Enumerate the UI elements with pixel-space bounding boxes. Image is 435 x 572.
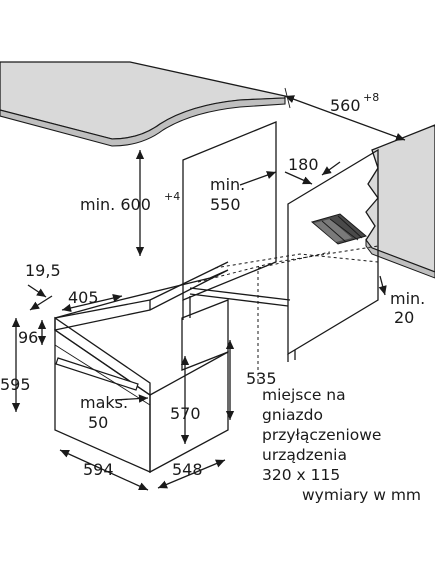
socket-area (310, 213, 368, 245)
niche-floor (189, 245, 379, 307)
cabinet-left-panel (182, 121, 277, 320)
dim-180: 180 (288, 155, 319, 174)
note-line-2: gniazdo (262, 406, 323, 424)
note-line-5: 320 x 115 (262, 466, 340, 484)
oven-body (54, 261, 229, 474)
dim-560: 560 (330, 96, 361, 115)
dim-96: 96 (18, 328, 38, 347)
dim-20: 20 (394, 308, 414, 327)
cabinet-right-panel (287, 148, 379, 362)
dim-548: 548 (172, 460, 203, 479)
note-line-1: miejsce na (262, 386, 346, 404)
dim-560-tol: +8 (363, 91, 379, 104)
dim-19-5: 19,5 (25, 261, 61, 280)
dim-570: 570 (170, 404, 201, 423)
dim-550: 550 (210, 195, 241, 214)
dimension-lines (11, 87, 406, 491)
socket-leader (257, 251, 331, 382)
units-label: wymiary w mm (302, 486, 421, 504)
dim-min-label: min. (210, 175, 245, 194)
dim-600-tol: +4 (164, 190, 180, 203)
worktop-left (0, 61, 286, 147)
dim-595: 595 (0, 375, 31, 394)
dim-min-600: min. 600 (80, 195, 151, 214)
dim-594: 594 (83, 460, 114, 479)
dim-405: 405 (68, 288, 99, 307)
dim-50: 50 (88, 413, 108, 432)
worktop-right (365, 124, 435, 279)
note-line-4: urządzenia (262, 446, 347, 464)
note-line-3: przyłączeniowe (262, 426, 381, 444)
dim-maks-label: maks. (80, 393, 128, 412)
dim-min-20-label: min. (390, 289, 425, 308)
dim-535: 535 (246, 369, 277, 388)
